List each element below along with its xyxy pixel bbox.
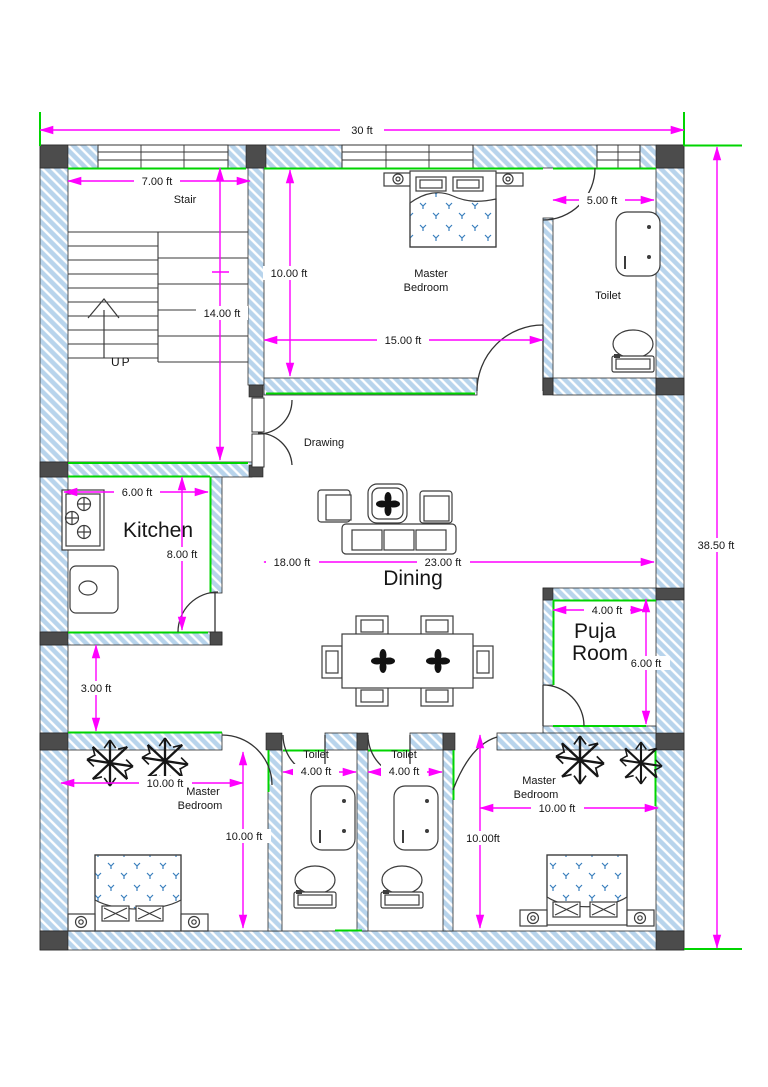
dim-toilet-top-width: 5.00 ft (587, 195, 618, 207)
wall-divider-toilet1-toilet2 (356, 749, 369, 932)
stair-area (68, 231, 248, 363)
label-toilet2: Toilet (391, 749, 417, 761)
dim-puja-width: 4.00 ft (592, 605, 623, 617)
wall-puja-top (542, 587, 657, 601)
dim-kitchen-width: 6.00 ft (122, 487, 153, 499)
wall-stair-right (247, 167, 265, 386)
label-drawing: Drawing (304, 437, 344, 449)
dim-master-left-depth: 10.00 ft (226, 831, 263, 843)
dim-kitchen-depth: 8.00 ft (167, 549, 198, 561)
label-toilet1: Toilet (303, 749, 329, 761)
wall-kitchen-top (39, 461, 253, 478)
wall-puja-left (542, 599, 554, 686)
label-puja-2: Room (572, 642, 628, 665)
outer-wall-right (655, 167, 685, 932)
sofa-set (317, 483, 457, 555)
dim-stair-depth: 14.00 ft (204, 308, 241, 320)
outer-wall-bottom (39, 930, 685, 951)
label-master-top-1: Master (414, 268, 448, 280)
dim-master-right-depth: 10.00ft (466, 833, 500, 845)
dim-dining-right: 23.00 ft (425, 557, 462, 569)
dim-dining-left: 18.00 ft (274, 557, 311, 569)
dim-stair-width: 7.00 ft (142, 176, 173, 188)
bed-master-top (383, 170, 524, 248)
wall-masterbed-top-bottom (263, 377, 478, 396)
label-stair: Stair (174, 194, 197, 206)
door-master-bedroom-left (221, 734, 273, 786)
dim-overall-width: 30 ft (351, 125, 372, 137)
window-master-bedroom-top (341, 144, 474, 169)
dim-overall-height: 38.50 ft (698, 540, 735, 552)
door-drawing-double (251, 397, 293, 468)
label-master-top-2: Bedroom (404, 282, 449, 294)
bed-master-left (67, 854, 209, 932)
stair-treads (68, 231, 248, 363)
bed-master-right (519, 854, 655, 927)
window-stair (97, 144, 229, 169)
dim-passage-width: 3.00 ft (81, 683, 112, 695)
wall-bottom-section-c (409, 732, 444, 751)
furniture (61, 170, 664, 932)
stair-up-arrow (87, 298, 120, 358)
dimensions: 30 ft 38.50 ft 7.00 ft 14.00 ft 10.00 ft… (39, 123, 745, 949)
wall-toilet-top-bottom (552, 377, 657, 396)
dim-master-right-width: 10.00 ft (539, 803, 576, 815)
dining-set (321, 615, 494, 707)
door-master-bedroom-right (452, 736, 498, 791)
wall-toilet-top-left (542, 217, 554, 379)
wall-bottom-section-b (324, 732, 358, 751)
dim-puja-depth: 6.00 ft (631, 658, 662, 670)
dim-toilet1-width: 4.00 ft (301, 766, 332, 778)
label-dining: Dining (383, 567, 443, 590)
label-kitchen: Kitchen (123, 519, 193, 542)
window-toilet-top (596, 144, 641, 169)
label-toilet-top: Toilet (595, 290, 621, 302)
wall-kitchen-right (209, 476, 223, 594)
dim-toilet2-width: 4.00 ft (389, 766, 420, 778)
dim-master-left-width: 10.00 ft (147, 778, 184, 790)
room-labels: Stair UP Master Bedroom Toilet Drawing K… (111, 194, 628, 812)
label-master-right-2: Bedroom (514, 789, 559, 801)
label-master-right-1: Master (522, 775, 556, 787)
wall-divider-toilet2-bedroom (442, 749, 454, 932)
label-puja-1: Puja (574, 620, 616, 643)
label-master-left-1: Master (186, 786, 220, 798)
dim-master-top-depth: 10.00 ft (271, 268, 308, 280)
kitchen-fixtures (61, 489, 119, 614)
door-puja-room (542, 684, 585, 727)
label-master-left-2: Bedroom (178, 800, 223, 812)
dim-master-top-width: 15.00 ft (385, 335, 422, 347)
label-stair-up: UP (111, 355, 132, 369)
